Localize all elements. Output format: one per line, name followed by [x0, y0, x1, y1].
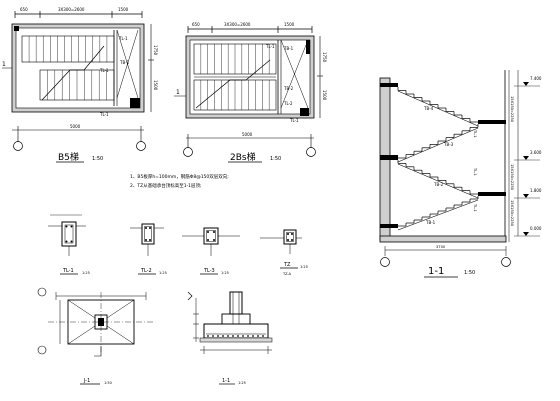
rebar-dot	[237, 335, 239, 337]
rebar-dot	[207, 335, 209, 337]
rebar-dot	[222, 335, 224, 337]
plan2-dim-bottom: 5000	[242, 132, 253, 137]
footing-j1: J-1 1:50	[37, 287, 154, 385]
plan2-label-4: TL-2	[283, 101, 293, 106]
footing-section-scale: 1:25	[238, 381, 246, 385]
detail-tz-subtitle: TZ-A	[282, 272, 292, 276]
plan1-dim-top-3: 1500	[118, 7, 129, 12]
plan1-label-4: TL-1	[99, 112, 109, 117]
plan2-grid-bubble-left	[183, 147, 193, 157]
plan1-dim-top-1: 650	[20, 7, 28, 12]
plan2-dim-top-3: 1500	[284, 22, 295, 27]
detail-tl3: TL-3 1:25	[182, 227, 240, 275]
rebar-dot	[247, 335, 249, 337]
detail-tl3-title: TL-3	[203, 268, 215, 274]
plan-2bs: 650 3X300=2600 1500 TB-1 TL-1 TB-2 TL-2 …	[174, 22, 327, 163]
footing-section: 1-1 1:25	[187, 291, 273, 385]
detail-tl2: TL-2 1:25	[130, 223, 167, 275]
plan1-title: B5梯	[58, 151, 79, 163]
plan2-label-3: TB-2	[283, 86, 294, 91]
note-2: 2、TZ从基础承台顶标高至1-1层顶;	[130, 182, 202, 189]
detail-tl1-title: TL-1	[62, 268, 74, 274]
plan2-axis: 1	[176, 89, 180, 96]
rebar-dot	[232, 335, 234, 337]
plan2-label-2: TL-1	[265, 44, 275, 49]
section-1-1: 7.400 3.600 1.800 0.000 15X150=2250 15X1…	[379, 70, 542, 278]
footing-scale: 1:50	[104, 381, 112, 385]
plan1-label-2: TL-1	[99, 68, 109, 73]
detail-tl3-scale: 1:25	[221, 271, 229, 275]
detail-tz: TZ TZ-A 1:25	[260, 229, 308, 276]
section-tb3: TB-3	[443, 142, 454, 147]
section-grid-bubble-right	[501, 257, 511, 267]
level-0000: 0.000	[530, 226, 542, 231]
plan1-dim-bottom: 5000	[70, 124, 81, 129]
section-vdim-1: 15X150=2250	[510, 96, 514, 123]
section-tb4: TB-4	[423, 106, 434, 111]
plan1-label-3: TB-1	[119, 60, 130, 65]
rebar-dot	[257, 335, 259, 337]
section-scale: 1:50	[464, 270, 475, 276]
rebar-dot	[242, 335, 244, 337]
detail-tl2-title: TL-2	[140, 268, 152, 274]
note-1: 1、B5板厚h=100mm，钢筋Φ8@150双层双向;	[130, 173, 229, 180]
section-bottom-dim: 3700	[436, 245, 446, 249]
section-grid-bubble-left	[380, 257, 390, 267]
plan1-scale: 1:50	[92, 156, 103, 162]
section-vdim-2: 15X150=2250	[510, 164, 514, 191]
section-title: 1-1	[428, 266, 444, 277]
section-tl-3: TL-1	[473, 203, 477, 212]
stair-soffit	[397, 163, 479, 199]
rebar-dot	[212, 335, 214, 337]
plan2-dim-top-1: 650	[192, 22, 200, 27]
rebar-dot	[262, 335, 264, 337]
plan1-grid-bubble-right	[136, 141, 146, 151]
plan-b5: 650 3X300=2600 1500 TL-1 TL-1 TB-1 TL-1 …	[2, 7, 158, 163]
stair-soffit	[397, 127, 479, 163]
section-tl-1: TL-1	[473, 129, 477, 138]
section-tb2: TB-2	[433, 182, 444, 187]
plan1-dim-right-1: 1750	[153, 45, 158, 56]
plan1-grid-bubble-left	[13, 141, 23, 151]
plan1-dim-top-2: 3X300=2600	[58, 7, 85, 12]
plan2-title: 2Bs梯	[230, 151, 256, 163]
level-1800: 1.800	[530, 188, 542, 193]
plan2-dim-top-2: 3X300=2600	[224, 22, 251, 27]
detail-tl2-scale: 1:25	[159, 271, 167, 275]
level-3600: 3.600	[530, 150, 542, 155]
plan2-label-1: TB-1	[283, 46, 294, 51]
detail-tl1-scale: 1:25	[82, 271, 90, 275]
footing-section-title: 1-1	[222, 378, 230, 384]
plan2-label-5: TL-1	[289, 118, 299, 123]
rebar-dot	[227, 335, 229, 337]
footing-title: J-1	[83, 378, 90, 384]
plan2-scale: 1:50	[270, 156, 281, 162]
rebar-dot	[217, 335, 219, 337]
detail-tz-title: TZ	[283, 262, 291, 268]
plan2-dim-right-2: 1500	[322, 90, 327, 101]
plan1-label-1: TL-1	[118, 36, 128, 41]
section-tl-2: TL-1	[473, 167, 477, 176]
plan1-dim-right-2: 1500	[153, 80, 158, 91]
plan1-axis: 1	[2, 61, 6, 68]
detail-tl1: TL-1 1:25	[48, 214, 90, 275]
plan2-grid-bubble-right	[306, 147, 316, 157]
section-levels: 7.400 3.600 1.800 0.000 15X150=2250 15X1…	[510, 70, 542, 237]
stair-soffit	[397, 90, 479, 127]
detail-tz-scale: 1:25	[300, 265, 308, 269]
level-7400: 7.400	[530, 76, 542, 81]
section-vdim-3: 15X150=2250	[510, 200, 514, 227]
plan2-dim-right-1: 1750	[322, 52, 327, 63]
section-tb1: TB-1	[425, 220, 436, 225]
stair-soffit	[397, 199, 479, 231]
notes: 1、B5板厚h=100mm，钢筋Φ8@150双层双向; 2、TZ从基础承台顶标高…	[130, 173, 229, 189]
rebar-dot	[252, 335, 254, 337]
